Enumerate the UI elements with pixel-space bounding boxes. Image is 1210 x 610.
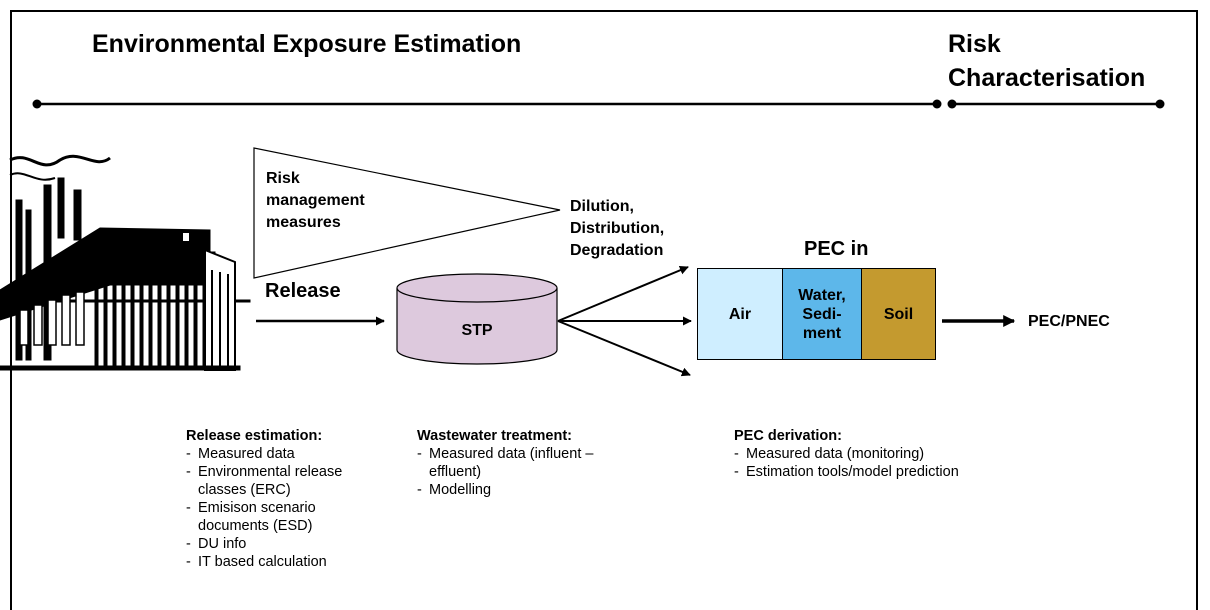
wastewater-treatment-notes: Wastewater treatment: -Measured data (in… (417, 427, 622, 499)
risk-management-label-line3: measures (266, 214, 341, 231)
distribution-arrow-up (557, 265, 689, 322)
dilution-label-line2: Distribution, (570, 220, 665, 237)
water-label-line2: Sedi- (802, 305, 842, 323)
pec-in-label: PEC in (804, 238, 869, 260)
dilution-label-line1: Dilution, (570, 198, 634, 215)
wastewater-treatment-heading: Wastewater treatment: (417, 428, 572, 444)
pec-derivation-heading: PEC derivation: (734, 428, 842, 444)
stp-cylinder (396, 273, 558, 365)
dilution-label-line3: Degradation (570, 242, 664, 259)
soil-label: Soil (883, 305, 914, 323)
exposure-timeline-bar (32, 99, 942, 109)
distribution-arrow-down (557, 320, 691, 377)
release-estimation-heading: Release estimation: (186, 428, 323, 444)
stp-label: STP (461, 322, 493, 339)
risk-characterisation-title-line2: Characterisation (948, 64, 1146, 92)
water-label-line1: Water, (798, 286, 846, 304)
soil-compartment: Soil (861, 268, 936, 360)
factory-icon (0, 154, 251, 371)
air-label: Air (728, 305, 752, 323)
exposure-estimation-title: Environmental Exposure Estimation (92, 30, 522, 58)
list-item: -Modelling (417, 482, 492, 498)
risk-management-triangle (253, 147, 561, 279)
release-estimation-notes: Release estimation: -Measured data -Envi… (186, 427, 386, 571)
list-item: -IT based calculation (186, 554, 327, 570)
list-item: -Measured data (monitoring) (734, 446, 925, 462)
pec-pnec-label: PEC/PNEC (1028, 313, 1110, 330)
list-item: -DU info (186, 536, 247, 552)
air-compartment: Air (697, 268, 783, 360)
risk-timeline-bar (947, 99, 1165, 109)
risk-management-label-line1: Risk (266, 170, 300, 187)
risk-management-label-line2: management (266, 192, 365, 209)
list-item: -Estimation tools/model prediction (734, 464, 959, 480)
water-label-line3: ment (802, 324, 842, 342)
release-label: Release (265, 280, 341, 302)
list-item: -Measured data (186, 446, 295, 462)
risk-characterisation-title-line1: Risk (948, 30, 1001, 58)
list-item: -Environmental release classes (ERC) (186, 464, 343, 498)
list-item: -Emisison scenario documents (ESD) (186, 500, 316, 534)
water-sediment-compartment: Water, Sedi- ment (782, 268, 862, 360)
list-item: -Measured data (influent – effluent) (417, 446, 594, 480)
pec-derivation-notes: PEC derivation: -Measured data (monitori… (734, 427, 1004, 481)
